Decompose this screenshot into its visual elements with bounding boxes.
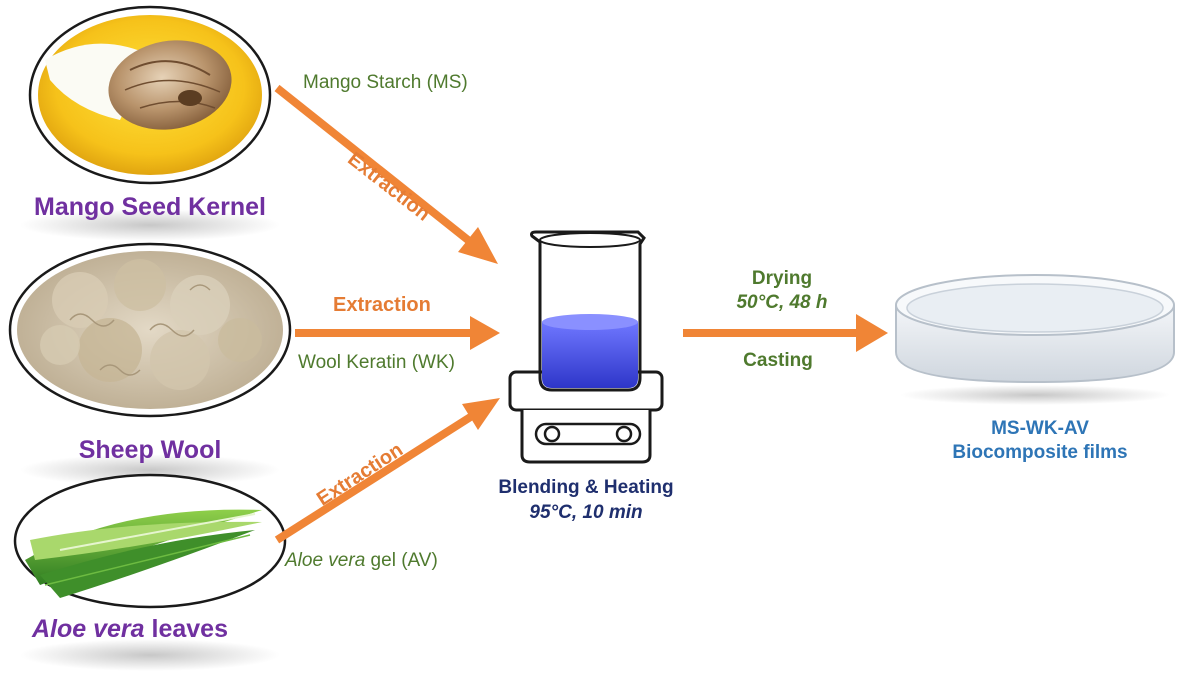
wool-shadow: [20, 454, 280, 486]
extraction-arrow-wool: [295, 316, 500, 350]
aloe-vera-gel-rest: gel (AV): [365, 550, 438, 571]
drying-label: Drying: [751, 268, 813, 289]
mango-starch-label: Mango Starch (MS): [303, 72, 468, 93]
aloe-shadow: [20, 639, 280, 671]
aloe-vera-gel-label: Aloe vera gel (AV): [285, 550, 438, 572]
extraction-arrow-mango: [274, 84, 498, 264]
beaker: [530, 230, 646, 392]
aloe-vera-leaves-image: [13, 473, 287, 609]
petri-dish: [895, 274, 1175, 405]
blending-heating-conditions: 95°C, 10 min: [529, 502, 643, 523]
casting-label: Casting: [743, 350, 813, 371]
result-name-label: MS-WK-AV: [991, 418, 1089, 439]
aloe-vera-leaves-rest: leaves: [144, 615, 228, 643]
aloe-vera-leaves-italic: Aloe vera: [32, 615, 145, 643]
result-type-label: Biocomposite films: [952, 442, 1128, 463]
wool-keratin-label: Wool Keratin (WK): [298, 352, 455, 373]
extraction-arrow-aloe: [274, 398, 500, 544]
drying-arrow: [683, 314, 888, 352]
mango-seed-kernel-label: Mango Seed Kernel: [34, 193, 266, 221]
sheep-wool-label: Sheep Wool: [78, 436, 222, 464]
sheep-wool-image: [8, 242, 292, 418]
aloe-vera-leaves-label: Aloe vera leaves: [32, 615, 228, 644]
mango-seed-kernel-image: [28, 5, 272, 185]
blending-heating-label: Blending & Heating: [498, 477, 674, 498]
mango-shadow: [20, 209, 280, 241]
aloe-vera-gel-italic: Aloe vera: [285, 550, 366, 571]
drying-conditions: 50°C, 48 h: [736, 292, 828, 313]
extraction-label-wool: Extraction: [333, 294, 431, 316]
